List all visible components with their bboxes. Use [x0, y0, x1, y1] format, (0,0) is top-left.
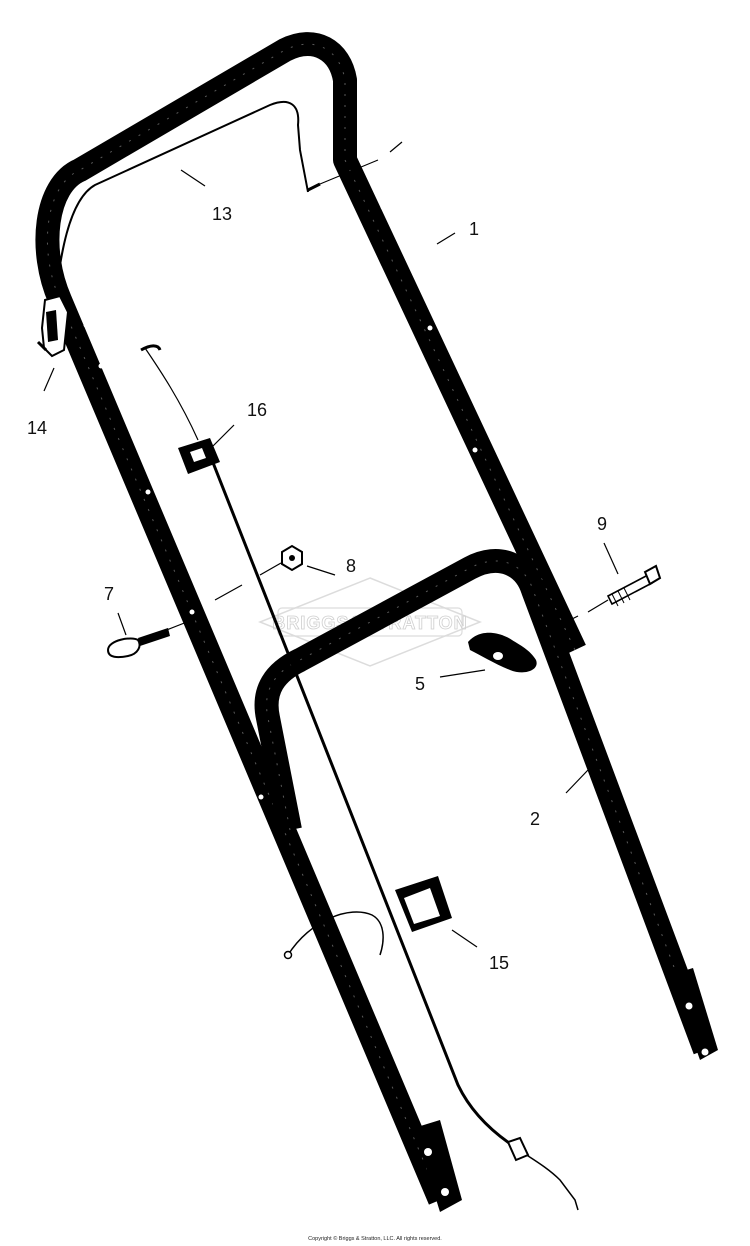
callout-5: 5 — [415, 674, 425, 694]
callout-9: 9 — [597, 514, 607, 534]
callout-15: 15 — [489, 953, 509, 973]
lower-handle — [254, 549, 717, 1055]
callout-13: 13 — [212, 204, 232, 224]
upper-handle — [35, 32, 586, 1205]
upper-handle-end — [414, 1120, 462, 1212]
knob-5 — [468, 632, 537, 673]
control-cable-lower — [208, 454, 513, 1147]
leader-lines — [43, 169, 619, 948]
bolt-9 — [549, 564, 662, 631]
lower-handle-end — [670, 968, 718, 1060]
wire-spring — [287, 911, 384, 956]
cable-clip-16 — [140, 344, 220, 474]
cable-clip-15 — [395, 876, 452, 932]
callout-2: 2 — [530, 809, 540, 829]
nut-8 — [281, 544, 303, 572]
callout-16: 16 — [247, 400, 267, 420]
control-lever-14 — [36, 294, 70, 358]
callout-8: 8 — [346, 556, 356, 576]
callout-14: 14 — [27, 418, 47, 438]
callout-1: 1 — [469, 219, 479, 239]
copyright-text: Copyright © Briggs & Stratton, LLC. All … — [308, 1235, 442, 1242]
control-cable-13 — [54, 100, 309, 301]
callout-7: 7 — [104, 584, 114, 604]
bolt-7 — [106, 619, 193, 659]
